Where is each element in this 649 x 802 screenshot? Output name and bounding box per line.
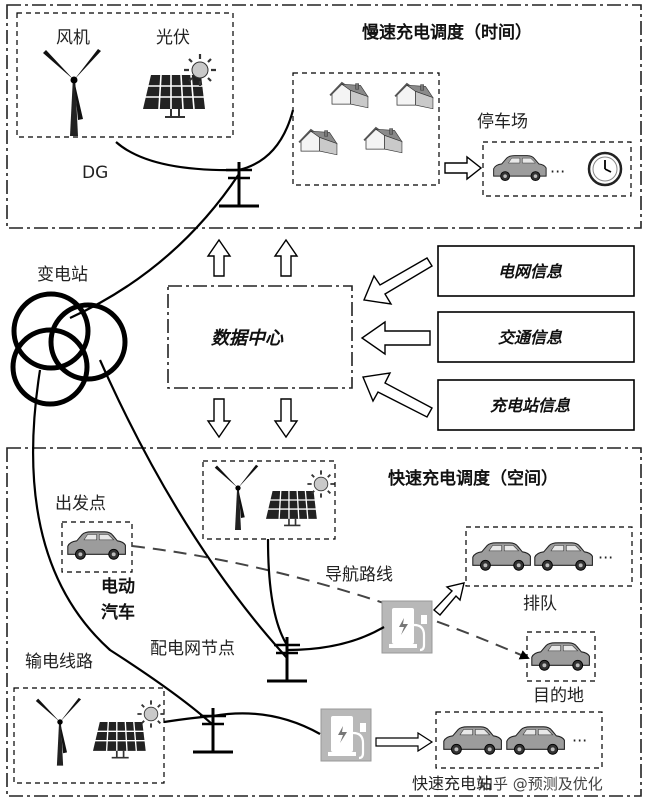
parking-label: 停车场 — [477, 112, 528, 132]
hollow-arrow-icon — [273, 398, 299, 439]
grid-info-box — [437, 245, 635, 297]
substation-label: 变电站 — [37, 265, 88, 285]
fast-station-label: 快速充电站 — [412, 774, 492, 793]
wind-turbine-icon — [35, 697, 82, 766]
clock-icon — [587, 151, 623, 187]
wire-substation-dist-node — [98, 359, 288, 659]
ev-label-line2: 汽车 — [101, 602, 135, 623]
car-icon — [531, 642, 590, 671]
data-center-label: 数据中心 — [211, 328, 284, 349]
house-icon — [394, 83, 434, 110]
charging-station-icon — [319, 707, 373, 763]
house-icon — [363, 127, 403, 154]
hollow-arrow-icon — [444, 155, 483, 181]
solar-panel-icon — [92, 721, 147, 759]
station-queue-ellipsis: ··· — [572, 731, 587, 750]
hollow-arrow-icon — [360, 320, 431, 356]
hollow-arrow-icon — [432, 582, 465, 616]
wind-turbine-icon — [43, 49, 101, 136]
destination-label: 目的地 — [533, 686, 584, 706]
fast-charging-frame — [6, 447, 642, 797]
car-icon — [493, 155, 547, 182]
hollow-arrow-icon — [273, 238, 299, 277]
wire-substation-lower-pole — [31, 369, 214, 726]
hollow-arrow-icon — [375, 731, 434, 753]
grid-info-label: 电网信息 — [498, 262, 563, 281]
car-icon — [443, 726, 502, 755]
dist-node-label: 配电网节点 — [150, 639, 235, 659]
nav-route-line — [131, 545, 530, 660]
charging-station-icon — [380, 599, 434, 655]
dg-group-frame-lower — [13, 687, 165, 784]
wire-substation-dg-pole — [69, 173, 240, 320]
dg-group-frame — [16, 12, 234, 138]
utility-pole-icon — [217, 160, 261, 208]
house-icon — [329, 82, 369, 109]
wire-dg-pole — [115, 141, 240, 172]
fast-charging-title: 快速充电调度（空间） — [388, 468, 558, 489]
solar-panel-icon — [142, 74, 206, 118]
wind-turbine-icon — [214, 464, 259, 530]
traffic-info-label: 交通信息 — [498, 328, 563, 347]
car-icon — [506, 726, 565, 755]
solar-panel-icon — [265, 490, 318, 527]
watermark-label: 知乎 @预测及优化 — [478, 775, 603, 793]
car-icon — [472, 542, 531, 571]
hollow-arrow-icon — [362, 372, 433, 418]
hollow-arrow-icon — [363, 257, 433, 305]
parking-ellipsis: ··· — [550, 162, 565, 181]
parking-frame — [482, 141, 632, 197]
car-icon — [67, 531, 126, 560]
slow-charging-frame — [6, 4, 642, 229]
queue-ellipsis: ··· — [598, 548, 613, 567]
dg-group-frame-bottom — [202, 460, 336, 540]
data-center-frame — [167, 285, 353, 389]
station-info-label: 充电站信息 — [490, 396, 571, 415]
nav-route-label: 导航路线 — [325, 565, 393, 585]
wire-lower-dg-pole — [163, 714, 214, 724]
wire-dg-dist-node — [266, 538, 288, 646]
slow-charging-title: 慢速充电调度（时间） — [362, 22, 532, 43]
transmission-label: 输电线路 — [25, 652, 93, 672]
pv-label: 光伏 — [156, 28, 190, 48]
queue-label: 排队 — [523, 594, 557, 614]
wire-lower-pole-station — [212, 712, 321, 735]
station-queue-frame — [435, 711, 603, 769]
traffic-info-box — [437, 311, 635, 363]
dg-label: DG — [82, 163, 108, 183]
hollow-arrow-icon — [206, 238, 232, 277]
origin-label: 出发点 — [55, 494, 106, 514]
wind-label: 风机 — [56, 28, 90, 48]
wire-dist-node-station — [286, 626, 385, 652]
queue-frame — [465, 526, 633, 587]
hollow-arrow-icon — [206, 398, 232, 439]
wire-pole-homes — [238, 109, 295, 172]
transformer-icon — [10, 291, 128, 407]
destination-frame — [526, 631, 596, 682]
residential-frame — [292, 72, 440, 186]
ev-label-line1: 电动 — [101, 576, 135, 597]
station-info-box — [437, 379, 635, 431]
car-icon — [534, 542, 593, 571]
house-icon — [298, 129, 338, 156]
